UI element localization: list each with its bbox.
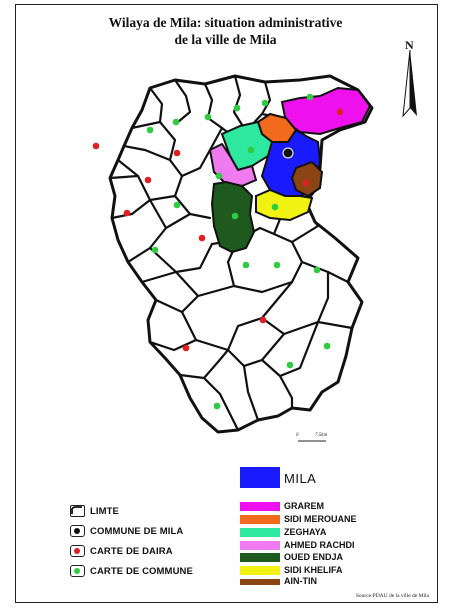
- commune-marker: [247, 146, 255, 154]
- legend-label-zeghaya: ZEGHAYA: [284, 527, 327, 537]
- legend-swatch-ain-tin: [240, 579, 280, 585]
- legend-item-commune-de-mila: COMMUNE DE MILA: [70, 523, 183, 539]
- commune-sidi-khelifa: [255, 188, 314, 222]
- commune-ain-tin: [290, 160, 324, 198]
- legend-swatch-sidi-merouane: [240, 515, 280, 524]
- daira-marker: [302, 179, 310, 187]
- commune-marker: [271, 203, 279, 211]
- commune-marker: [273, 261, 281, 269]
- legend-swatch-oued-endja: [240, 553, 280, 562]
- daira-marker: [336, 108, 344, 116]
- commune-marker: [261, 99, 269, 107]
- commune-marker: [313, 266, 321, 274]
- commune-marker: [233, 104, 241, 112]
- legend-label-oued-endja: OUED ENDJA: [284, 552, 344, 562]
- north-arrow-icon: [402, 49, 417, 118]
- legend-item-carte-de-commune: CARTE DE COMMUNE: [70, 563, 193, 579]
- legend-label-ahmed-rachdi: AHMED RACHDI: [284, 540, 355, 550]
- scale-label: 0 7,5km: [296, 433, 327, 438]
- legend-item-carte-de-daira: CARTE DE DAIRA: [70, 543, 173, 559]
- scale-distance: 7,5km: [315, 433, 328, 438]
- map-title: Wilaya de Mila: situation administrative…: [0, 14, 451, 48]
- legend-label-mila: MILA: [284, 471, 317, 486]
- north-label: N: [405, 38, 414, 52]
- map-title-line-2: de la ville de Mila: [174, 32, 277, 47]
- red-dot-icon: [70, 545, 85, 557]
- commune-marker: [172, 118, 180, 126]
- limit-line-icon: [70, 505, 85, 517]
- daira-marker: [173, 149, 181, 157]
- commune-marker: [151, 246, 159, 254]
- source-note: Source:PDAU de la ville de Mila: [355, 593, 429, 599]
- legend-swatch-sidi-khelifa: [240, 566, 280, 575]
- legend-swatch-grarem: [240, 502, 280, 511]
- daira-marker: [182, 344, 190, 352]
- commune-marker: [306, 93, 314, 101]
- commune-marker: [231, 212, 239, 220]
- legend-label-sidi-merouane: SIDI MEROUANE: [284, 514, 357, 524]
- legend-label: LIMTE: [90, 505, 119, 517]
- daira-marker: [144, 176, 152, 184]
- map-title-line-1: Wilaya de Mila: situation administrative: [108, 15, 343, 30]
- commune-boundaries: [108, 74, 354, 432]
- commune-marker: [173, 201, 181, 209]
- legend-label-ain-tin: AIN-TIN: [284, 576, 317, 586]
- legend-item-limit: LIMTE: [70, 503, 119, 519]
- daira-marker: [259, 316, 267, 324]
- daira-markers: [92, 108, 344, 352]
- green-dot-icon: [70, 565, 85, 577]
- legend-label-grarem: GRAREM: [284, 501, 324, 511]
- commune-marker: [146, 126, 154, 134]
- black-dot-icon: [70, 525, 85, 537]
- daira-marker: [123, 209, 131, 217]
- daira-marker: [92, 142, 100, 150]
- daira-marker: [198, 234, 206, 242]
- legend-swatch-ahmed-rachdi: [240, 541, 280, 550]
- commune-marker: [204, 113, 212, 121]
- commune-marker: [323, 342, 331, 350]
- commune-marker: [215, 172, 223, 180]
- legend-label: CARTE DE DAIRA: [90, 545, 173, 557]
- commune-marker: [242, 261, 250, 269]
- scale-zero: 0: [296, 433, 299, 438]
- commune-marker: [286, 361, 294, 369]
- legend-label: COMMUNE DE MILA: [90, 525, 184, 537]
- commune-de-mila-marker: [282, 147, 294, 159]
- legend-label-sidi-khelifa: SIDI KHELIFA: [284, 565, 343, 575]
- commune-marker: [213, 402, 221, 410]
- legend-swatch-zeghaya: [240, 528, 280, 537]
- legend-swatch-mila: [240, 467, 280, 488]
- legend-label: CARTE DE COMMUNE: [90, 565, 193, 577]
- commune-markers: [146, 93, 331, 410]
